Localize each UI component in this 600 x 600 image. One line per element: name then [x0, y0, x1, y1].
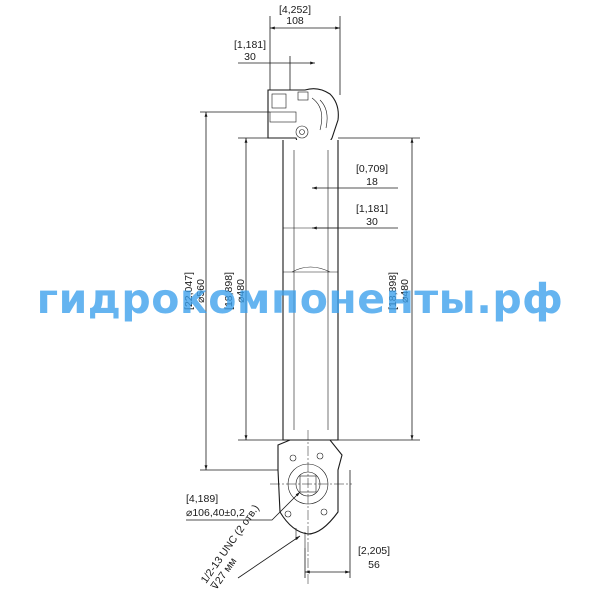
leader-bore	[186, 491, 301, 521]
dim-mid-a-mm: 18	[366, 176, 378, 188]
dim-length-total-mm: ⌀560	[195, 279, 207, 303]
dim-total-width-mm: 108	[286, 15, 304, 27]
dim-mid-a-inch: [0,709]	[356, 163, 388, 175]
cylinder-outline	[267, 88, 343, 548]
dim-total-width-inch: [4,252]	[279, 4, 311, 16]
dim-length-left-mm: ⌀480	[235, 279, 247, 303]
dim-length-left-inch: [18,898]	[223, 272, 235, 310]
dim-bottom-width-mm: 56	[368, 559, 380, 571]
dim-length-right-mm: ⌀480	[399, 279, 411, 303]
dim-bore-mm: ⌀106,40±0,2	[186, 507, 245, 519]
dim-bore-inch: [4,189]	[186, 493, 218, 505]
dim-length-right-inch: [18,898]	[387, 272, 399, 310]
dim-top-offset-mm: 30	[244, 51, 256, 63]
leader-thread	[237, 535, 301, 579]
watermark-text: гидрокомпоненты.рф	[37, 275, 564, 323]
dim-top-offset-inch: [1,181]	[234, 39, 266, 51]
dim-length-total-inch: [22,047]	[183, 272, 195, 310]
dim-bottom-width-inch: [2,205]	[358, 545, 390, 557]
dim-mid-b-mm: 30	[366, 216, 378, 228]
dim-mid-b-inch: [1,181]	[356, 203, 388, 215]
